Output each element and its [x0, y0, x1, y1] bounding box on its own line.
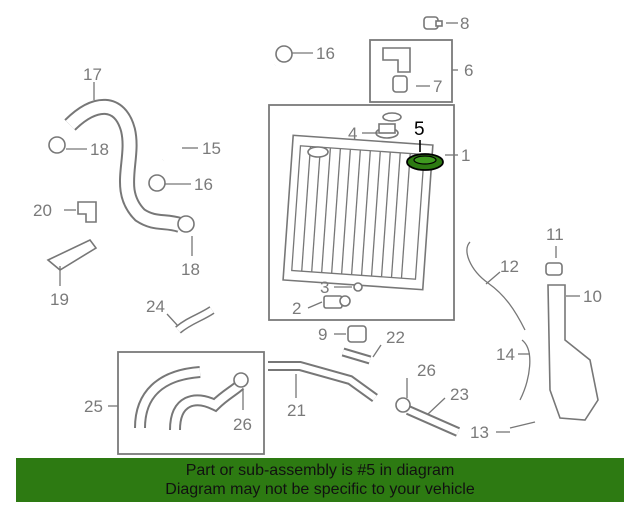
callout-16b: 16 [194, 175, 213, 194]
callout-9: 9 [318, 325, 327, 344]
clamp-part-16a [275, 45, 293, 63]
bracket-part [382, 47, 411, 93]
callout-8: 8 [460, 14, 469, 33]
callout-21: 21 [287, 401, 306, 420]
radiator-part [282, 134, 434, 291]
stay-part-19 [46, 238, 98, 271]
radiator-group-box [268, 104, 455, 321]
clamp-part-18a [48, 136, 66, 154]
radiator-cap-part [375, 112, 402, 139]
hose-part-25a [136, 368, 201, 429]
part-5-highlighted [406, 153, 444, 171]
callout-18a: 18 [90, 140, 109, 159]
callout-23: 23 [450, 385, 469, 404]
callout-5: 5 [414, 119, 425, 140]
clamp-part-16b [148, 174, 166, 192]
reservoir-cap-part [545, 262, 563, 276]
overflow-tube-part [466, 241, 526, 331]
info-banner: Part or sub-assembly is #5 in diagram Di… [16, 458, 624, 502]
o-ring-part [353, 282, 363, 292]
callout-7: 7 [433, 77, 442, 96]
banner-line-1: Part or sub-assembly is #5 in diagram [185, 462, 455, 479]
leader-lines [59, 22, 580, 433]
hose-part-25b [171, 382, 243, 431]
callout-3: 3 [320, 278, 329, 297]
callout-26a: 26 [233, 415, 252, 434]
bracket-group-box [369, 39, 453, 103]
reservoir-part [547, 284, 599, 421]
sensor-part [423, 16, 443, 30]
callout-17: 17 [83, 65, 102, 84]
callout-15: 15 [202, 139, 221, 158]
callout-12: 12 [500, 257, 519, 276]
drain-plug-part [323, 295, 351, 309]
hose-part-23 [406, 407, 460, 435]
clamp-part-26a [233, 372, 249, 388]
callout-11: 11 [546, 225, 564, 244]
bracket-part-20 [77, 201, 97, 223]
pipe-part-21 [268, 363, 377, 401]
callout-13: 13 [470, 423, 489, 442]
callout-25: 25 [84, 397, 103, 416]
hose-part-22 [342, 349, 371, 363]
clamp-part-26b [395, 397, 411, 413]
callout-24: 24 [146, 297, 165, 316]
callout-22: 22 [386, 328, 405, 347]
callout-18b: 18 [181, 260, 200, 279]
callout-14: 14 [496, 345, 515, 364]
tube-part-14 [519, 339, 531, 401]
callout-10: 10 [583, 287, 602, 306]
lower-hose-part [65, 100, 182, 231]
callout-2: 2 [292, 299, 301, 318]
hose-part-24 [176, 307, 214, 333]
cap-part-9 [347, 325, 367, 343]
callout-20: 20 [33, 201, 52, 220]
callout-4: 4 [348, 124, 357, 143]
callout-19: 19 [50, 290, 69, 309]
clamp-part-18b [177, 215, 195, 233]
callout-1: 1 [461, 146, 470, 165]
callout-26b: 26 [417, 361, 436, 380]
banner-line-2: Diagram may not be specific to your vehi… [165, 481, 475, 498]
upper-hose-part [158, 59, 277, 164]
tube-part-13 [509, 421, 536, 429]
callout-16a: 16 [316, 44, 335, 63]
hose-set-box [117, 351, 265, 455]
callout-6: 6 [464, 61, 473, 80]
